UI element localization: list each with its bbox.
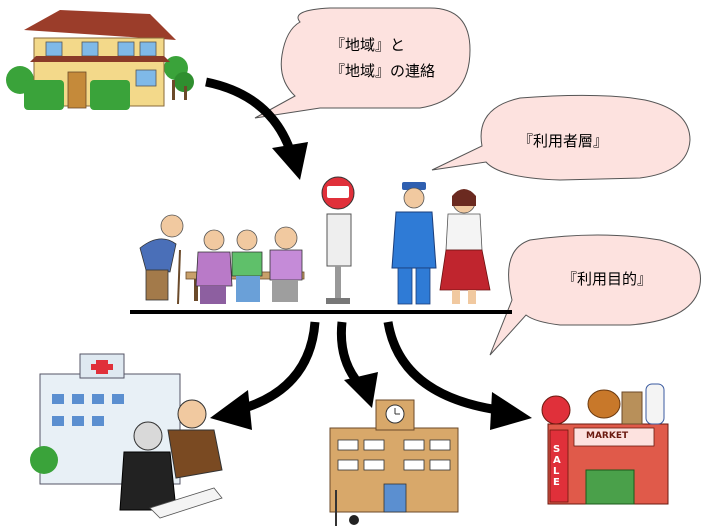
bubble-users-text: 『利用者層』 bbox=[518, 128, 608, 154]
bubble-users bbox=[431, 94, 691, 181]
student-boy-icon bbox=[391, 182, 437, 305]
supermarket-icon bbox=[541, 383, 669, 505]
arrowhead-to-supermarket bbox=[490, 392, 532, 430]
house-icon bbox=[6, 10, 194, 110]
arrow-to-hospital bbox=[236, 321, 320, 415]
student-girl-icon bbox=[439, 189, 491, 304]
bus-stop-icon bbox=[321, 176, 355, 304]
bubble-region-line1: 『地域』と bbox=[330, 36, 406, 54]
arrow-to-supermarket bbox=[383, 321, 499, 415]
bubble-region-text: 『地域』と 『地域』の連絡 bbox=[330, 32, 435, 84]
school-icon bbox=[329, 399, 459, 526]
bubble-region bbox=[254, 7, 471, 119]
arrowhead-to-school bbox=[344, 372, 378, 408]
bubble-purpose-text: 『利用目的』 bbox=[562, 266, 652, 292]
bubble-region-line2: 『地域』の連絡 bbox=[330, 62, 436, 80]
supermarket-sale-sign: SALE bbox=[553, 444, 561, 488]
arrows bbox=[130, 77, 532, 430]
bubble-users-label: 『利用者層』 bbox=[518, 132, 609, 150]
arrow-to-school bbox=[336, 321, 364, 388]
arrowhead-house-to-stop bbox=[272, 142, 308, 180]
elderly-group-icon bbox=[139, 214, 305, 305]
bubble-purpose-label: 『利用目的』 bbox=[562, 270, 653, 288]
supermarket-market-sign: MARKET bbox=[586, 431, 629, 441]
hospital-icon bbox=[30, 353, 223, 519]
arrow-house-to-stop bbox=[205, 77, 295, 152]
arrowhead-to-hospital bbox=[210, 390, 252, 430]
bubble-purpose bbox=[489, 234, 701, 356]
